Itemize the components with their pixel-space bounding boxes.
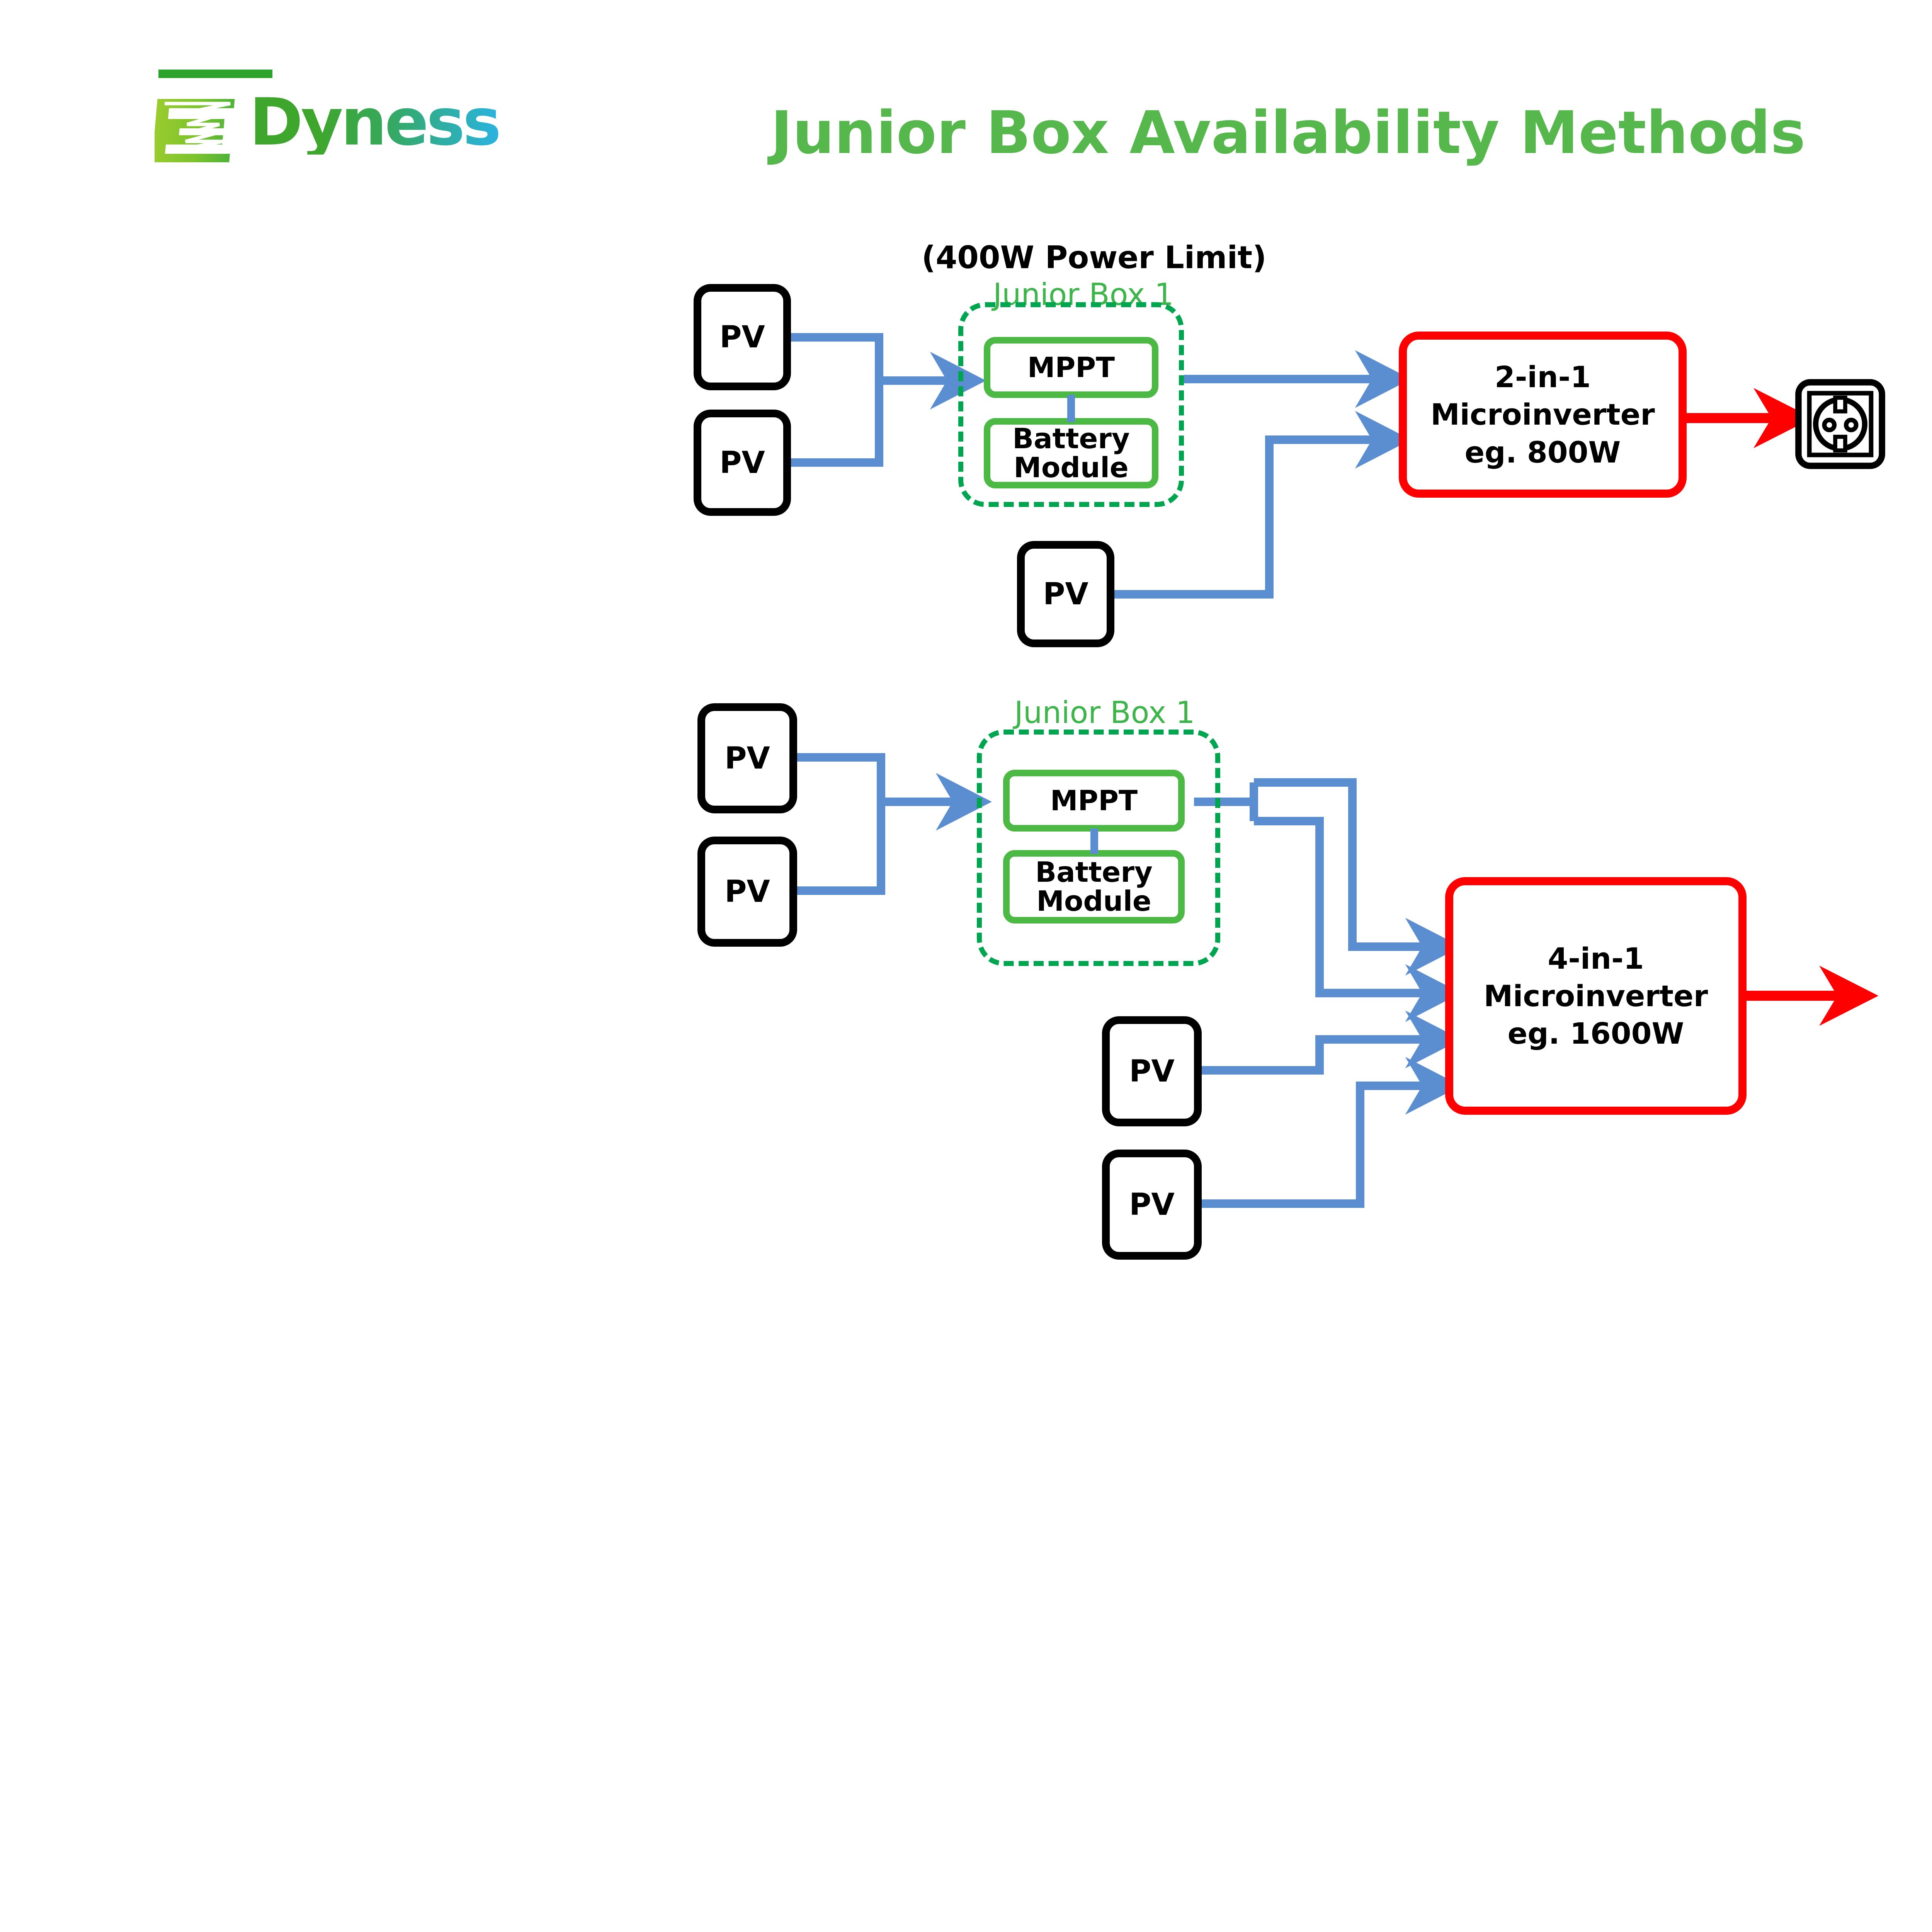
battery-module-2[interactable]: Battery Module xyxy=(1003,850,1185,923)
pv-panel-1-3[interactable]: PV xyxy=(1017,541,1114,647)
power-socket-icon-1 xyxy=(1795,379,1885,469)
wire-mppt-branch-a xyxy=(1254,778,1461,976)
pv-panel-2-1[interactable]: PV xyxy=(697,703,797,813)
pv-panel-2-3[interactable]: PV xyxy=(1102,1016,1202,1126)
wire-pv1-pv2-bracket xyxy=(791,333,883,467)
inverter-line-3: eg. 800W xyxy=(1464,435,1621,469)
mppt-battery-link-2 xyxy=(1090,828,1098,854)
battery-module-1[interactable]: Battery Module xyxy=(984,418,1158,488)
page-title: Junior Box Availability Methods xyxy=(770,99,1806,167)
microinverter-4in1[interactable]: 4-in-1 Microinverter eg. 1600W Discover … xyxy=(1445,877,1747,1115)
battery-module-line1: Battery xyxy=(1012,422,1130,455)
mppt-module-1[interactable]: MPPT xyxy=(984,337,1158,398)
microinverter-2in1[interactable]: 2-in-1 Microinverter eg. 800W xyxy=(1399,332,1687,498)
power-limit-note: (400W Power Limit) xyxy=(922,240,1267,276)
dyness-logo: Dyness xyxy=(155,62,541,162)
inverter-line-1: 4-in-1 xyxy=(1548,941,1644,976)
pv-panel-label: PV xyxy=(1129,1187,1175,1222)
wire-pv1-pv2-bracket-2 xyxy=(795,753,885,895)
mppt-battery-link-1 xyxy=(1067,395,1075,422)
inverter-line-2: Microinverter xyxy=(1430,397,1655,432)
pv-panel-label: PV xyxy=(1043,577,1088,612)
wire-pv3-to-inverter-2 xyxy=(1202,1010,1461,1075)
junior-box-2-container xyxy=(977,730,1220,966)
mppt-module-2[interactable]: MPPT xyxy=(1003,770,1185,832)
battery-module-line1: Battery xyxy=(1035,856,1153,889)
slide-canvas: Dyness Junior Box Availability Methods xyxy=(155,62,1885,1260)
pv-panel-label: PV xyxy=(1129,1054,1175,1089)
wire-pv4-to-inverter-2 xyxy=(1202,1057,1461,1208)
pv-panel-2-4[interactable]: PV xyxy=(1102,1150,1202,1260)
pv-panel-label: PV xyxy=(724,874,770,909)
pv-panel-label: PV xyxy=(719,320,765,355)
pv-panel-1-1[interactable]: PV xyxy=(694,284,791,390)
wire-mppt-branch-b xyxy=(1254,817,1461,1022)
pv-panel-1-2[interactable]: PV xyxy=(694,410,791,516)
inverter-line-3: eg. 1600W xyxy=(1507,1016,1684,1051)
logo-accent-bar xyxy=(158,70,272,78)
wire-layer xyxy=(791,333,1879,1208)
inverter-line-2: Microinverter xyxy=(1483,978,1708,1013)
logo-wordmark: Dyness xyxy=(249,84,501,160)
pv-panel-2-2[interactable]: PV xyxy=(697,837,797,947)
mppt-label: MPPT xyxy=(1027,351,1115,384)
inverter-line-1: 2-in-1 xyxy=(1494,360,1591,395)
battery-module-line2: Module xyxy=(1014,451,1129,484)
junior-box-1-container xyxy=(958,302,1184,507)
pv-panel-label: PV xyxy=(719,445,765,480)
junior-box-2-label: Junior Box 1 xyxy=(1014,696,1195,730)
dyness-swirl-logo-icon xyxy=(155,99,235,162)
battery-module-line2: Module xyxy=(1036,885,1151,917)
pv-panel-label: PV xyxy=(724,741,770,776)
mppt-label: MPPT xyxy=(1050,784,1138,817)
